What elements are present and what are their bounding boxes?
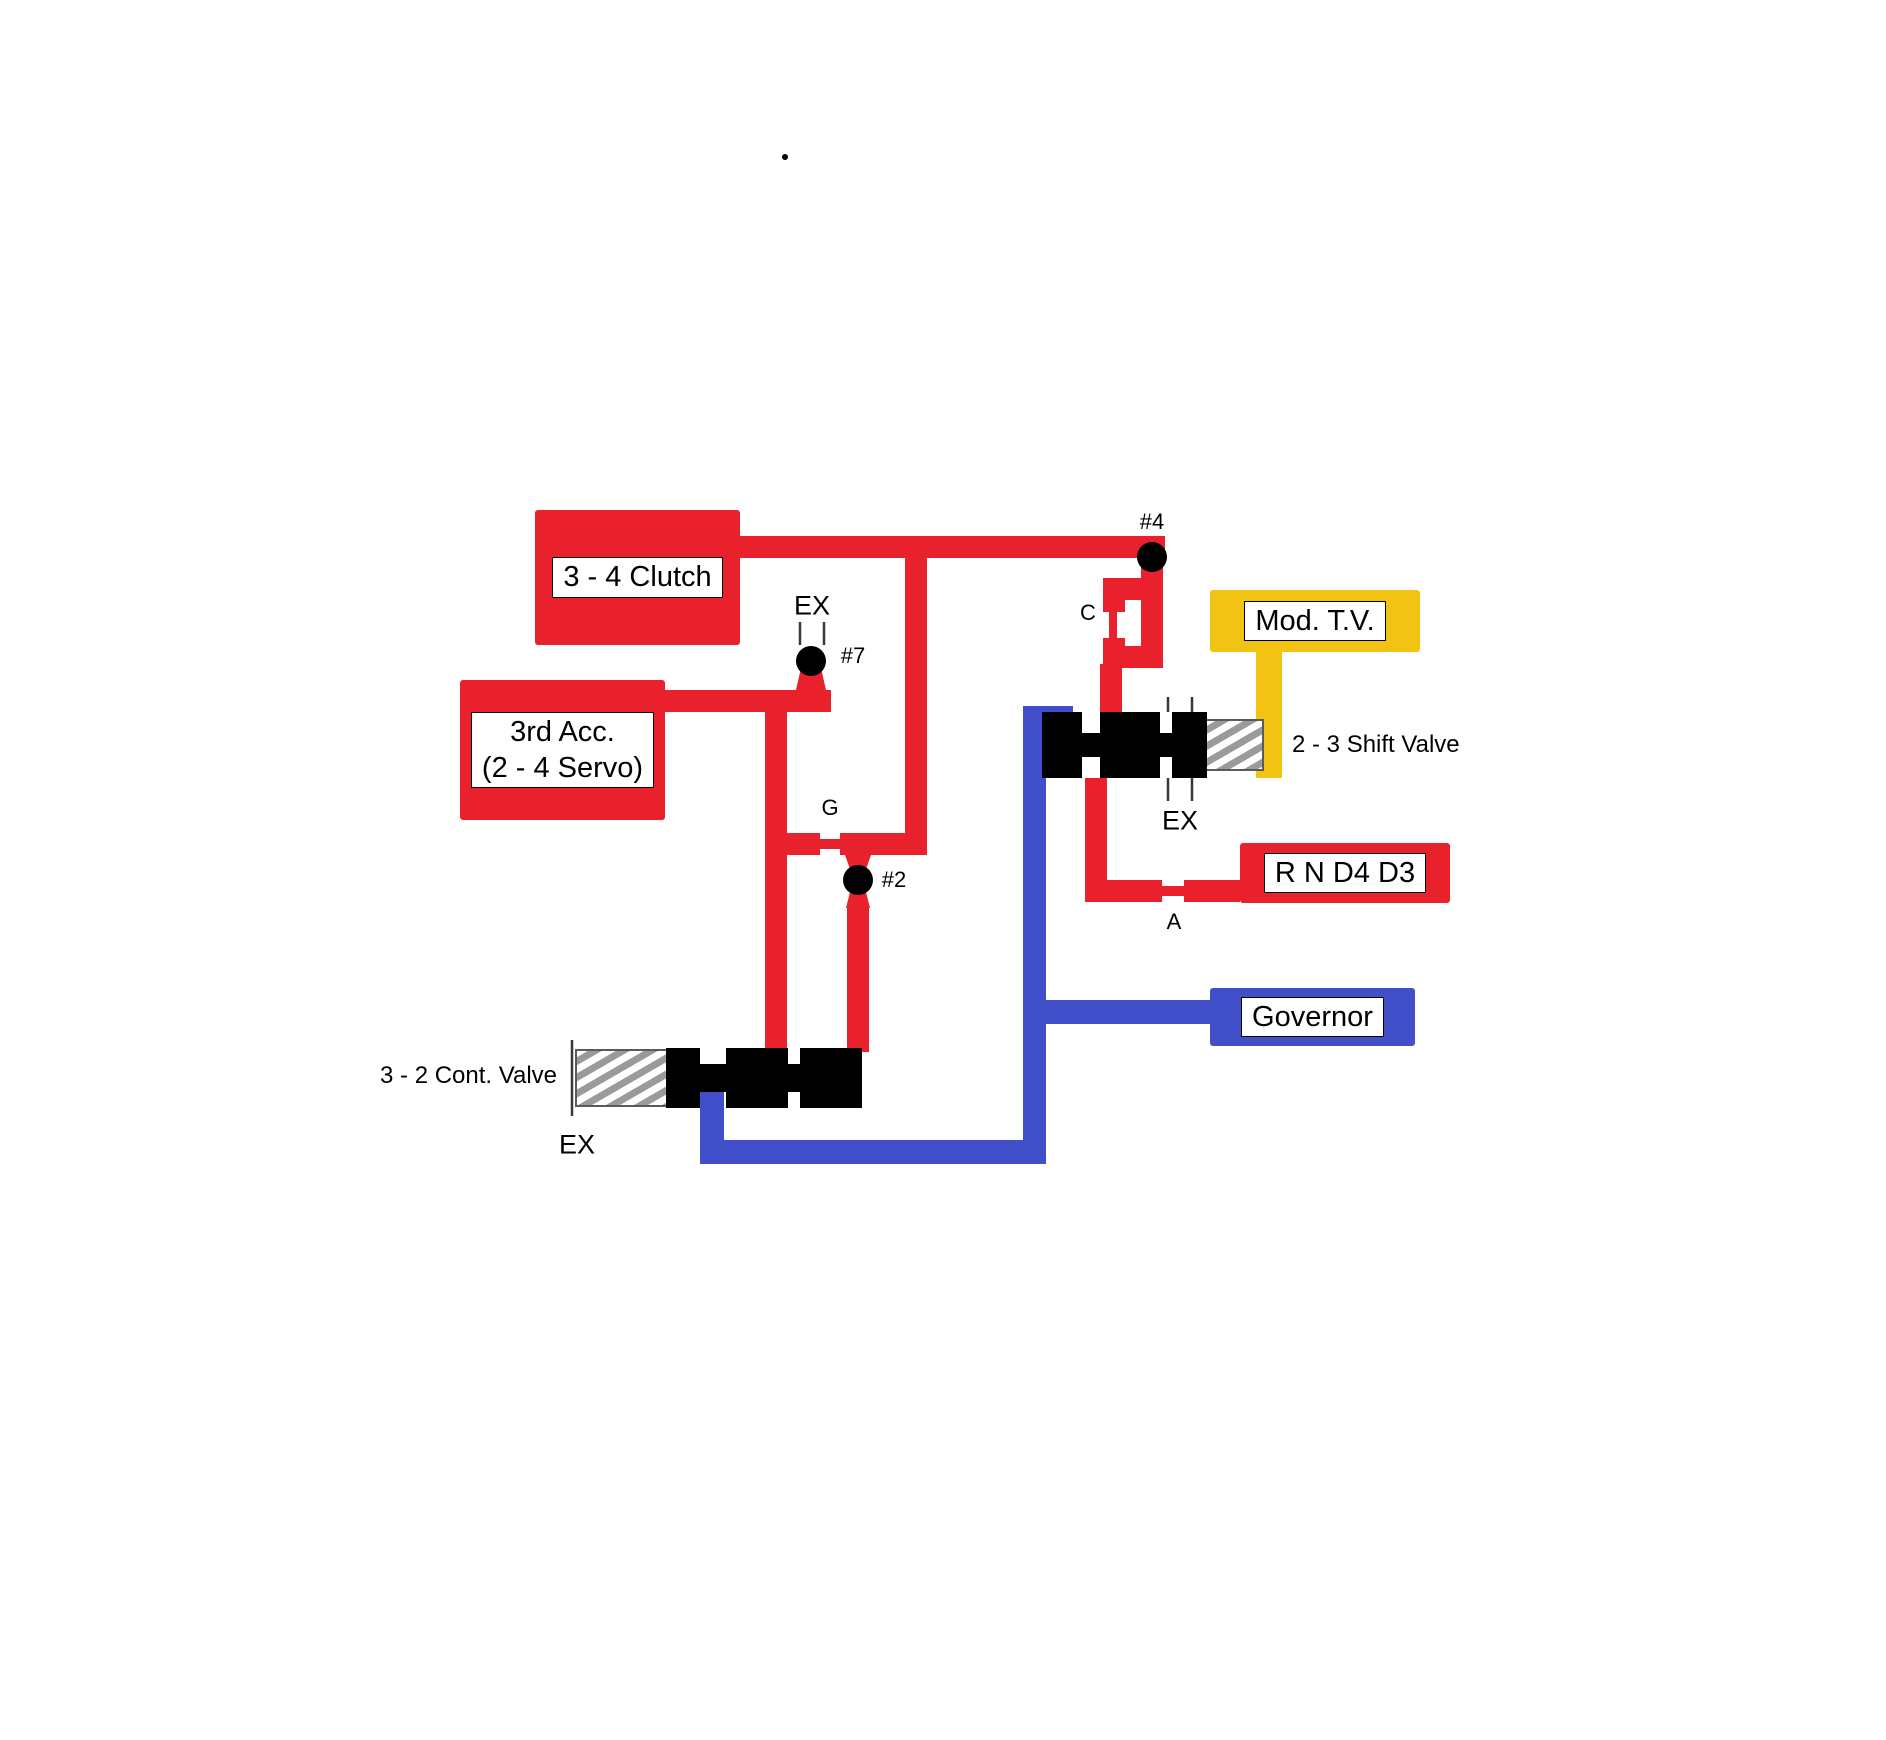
- pipe-3-4-clutch-top-horizontal: [740, 536, 1165, 558]
- shift-valve-2-3: [1042, 697, 1264, 801]
- pipe-shift-valve-bottom-drop: [1085, 778, 1107, 902]
- pipe-center-vertical: [905, 558, 927, 835]
- box-3-4-clutch-label: 3 - 4 Clutch: [552, 557, 723, 598]
- box-3rd-acc-label-line1: 3rd Acc.: [510, 715, 615, 748]
- cont-valve-3-2-spring: [575, 1049, 669, 1107]
- shift-valve-2-3-land-middle: [1100, 712, 1160, 778]
- box-3rd-acc: 3rd Acc. (2 - 4 Servo): [460, 680, 665, 820]
- label-ex-cont-valve: EX: [558, 1129, 596, 1160]
- pipe-rnd4d3-left: [1085, 880, 1162, 902]
- orifice-c-notch-left: [1101, 612, 1109, 638]
- shift-valve-2-3-spring: [1204, 719, 1264, 771]
- pipe-g-right: [840, 833, 927, 855]
- label-shift-valve-2-3: 2 - 3 Shift Valve: [1292, 731, 1460, 758]
- box-governor: Governor: [1210, 988, 1415, 1046]
- label-orifice-g: G: [821, 795, 839, 820]
- pipe-left-vertical: [765, 712, 787, 1052]
- box-r-n-d4-d3: R N D4 D3: [1240, 843, 1450, 903]
- check-ball-7: [796, 646, 826, 676]
- orifice-c-notch-right: [1117, 612, 1125, 638]
- label-orifice-a: A: [1166, 909, 1182, 934]
- pipe-checkball-2-drop: [847, 906, 869, 1052]
- label-ex-shift-valve: EX: [1161, 805, 1199, 836]
- pipe-governor-branch: [1046, 1000, 1210, 1024]
- pipe-governor-bottom-horizontal: [700, 1140, 1046, 1164]
- pipe-3rd-acc-horizontal: [665, 690, 831, 712]
- pipe-g-left: [765, 833, 820, 855]
- label-cont-valve-3-2: 3 - 2 Cont. Valve: [380, 1062, 557, 1089]
- checkball-7-funnel: [791, 668, 831, 712]
- check-ball-4: [1137, 542, 1167, 572]
- cont-valve-3-2-land-right: [800, 1048, 862, 1108]
- label-ex-checkball-7: EX: [793, 590, 831, 621]
- box-3rd-acc-label-line2: (2 - 4 Servo): [481, 752, 644, 784]
- pipe-shift-valve-top-port: [1100, 664, 1122, 714]
- shift-valve-2-3-land-right: [1172, 712, 1207, 778]
- cont-valve-3-2-land-middle: [726, 1048, 788, 1108]
- box-governor-label: Governor: [1241, 996, 1384, 1038]
- box-3-4-clutch: 3 - 4 Clutch: [535, 510, 740, 645]
- check-ball-2: [843, 865, 873, 895]
- label-checkball-4: #4: [1139, 509, 1165, 534]
- orifice-g-restriction: [818, 839, 842, 849]
- cont-valve-3-2: [570, 1040, 862, 1116]
- pipe-governor-main-vertical: [1023, 706, 1046, 1164]
- governor-pipes: [700, 706, 1210, 1164]
- label-checkball-2: #2: [881, 867, 907, 892]
- box-mod-tv: Mod. T.V.: [1210, 590, 1420, 652]
- box-r-n-d4-d3-label: R N D4 D3: [1263, 852, 1427, 894]
- pipe-rnd4d3-right: [1184, 880, 1240, 902]
- shift-valve-2-3-land-left: [1042, 712, 1082, 778]
- checkball-2-lower-funnel: [846, 892, 870, 908]
- label-checkball-7: #7: [840, 643, 866, 668]
- orifice-a-restriction: [1158, 886, 1186, 896]
- box-3rd-acc-label: 3rd Acc. (2 - 4 Servo): [470, 711, 655, 789]
- stray-dot: [782, 154, 788, 160]
- box-mod-tv-label: Mod. T.V.: [1244, 600, 1386, 642]
- cont-valve-3-2-land-left: [666, 1048, 700, 1108]
- pipe-orifice-c-bottom-manifold: [1103, 646, 1163, 668]
- label-orifice-c: C: [1080, 600, 1096, 625]
- clutch-pipes: [665, 536, 1240, 1052]
